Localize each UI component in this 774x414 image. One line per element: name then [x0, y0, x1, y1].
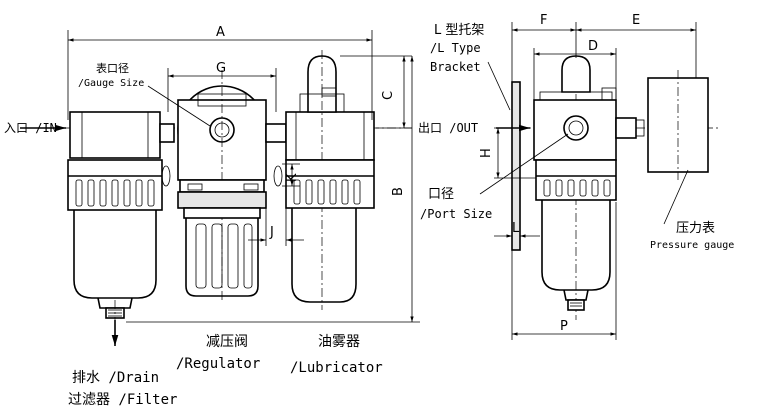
dim-c-label: C	[381, 91, 396, 100]
regulator-cn: 减压阀	[206, 334, 248, 350]
bracket-cn: L 型托架	[434, 23, 484, 38]
lubricator-en: /Lubricator	[290, 360, 383, 376]
dim-g-label: G	[216, 61, 226, 76]
inlet-label: 入口 /IN	[4, 121, 57, 135]
regulator-unit	[161, 70, 283, 300]
filter-unit	[67, 111, 163, 346]
port-size-en: /Port Size	[420, 207, 492, 221]
filter-label: 过滤器 /Filter	[68, 392, 177, 408]
dim-l-label: L	[512, 221, 520, 236]
port-size-cn: 口径	[428, 187, 454, 202]
pressure-gauge-en: Pressure gauge	[650, 240, 734, 251]
dim-h-label: H	[479, 148, 494, 158]
bracket-en-2: Bracket	[430, 60, 481, 74]
dim-a-label: A	[216, 25, 225, 40]
dim-p-label: P	[560, 319, 568, 334]
lubricator-unit	[285, 50, 375, 310]
gauge-size-en: /Gauge Size	[78, 78, 144, 89]
front-view	[20, 30, 420, 346]
bracket-en-1: /L Type	[430, 41, 481, 55]
side-view	[479, 22, 720, 340]
lubricator-cn: 油雾器	[318, 334, 360, 350]
gauge-size-cn: 表口径	[96, 61, 129, 75]
dim-d-label: D	[588, 39, 598, 54]
drain-label: 排水 /Drain	[72, 370, 159, 386]
labels: A G C B K J F E D H L P 入口 /IN 出口 /OUT 表…	[4, 13, 734, 408]
dim-j-label: J	[269, 225, 274, 240]
dim-f-label: F	[540, 13, 547, 28]
dim-e-label: E	[632, 13, 640, 28]
outlet-label: 出口 /OUT	[418, 121, 478, 135]
regulator-en: /Regulator	[176, 356, 260, 372]
dim-b-label: B	[391, 187, 406, 196]
pressure-gauge-cn: 压力表	[676, 221, 715, 236]
dim-k-label: K	[285, 173, 300, 182]
